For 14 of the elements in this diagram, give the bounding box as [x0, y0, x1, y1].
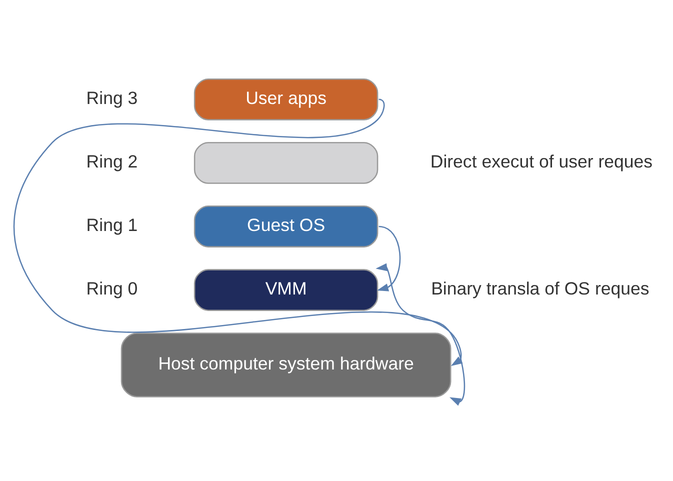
node-box [194, 142, 378, 184]
node-box: Host computer system hardware [120, 332, 452, 398]
label: Binary transla of OS reques [431, 278, 650, 299]
arrow [14, 99, 463, 366]
label: Ring 1 [86, 215, 138, 236]
node-box: VMM [194, 269, 378, 311]
arrow [376, 226, 401, 292]
arrow [376, 263, 466, 406]
label: Direct execut of user reques [430, 152, 653, 172]
label: Ring 3 [86, 88, 138, 108]
label: Ring 2 [86, 152, 138, 172]
label: Ring 0 [86, 278, 138, 299]
node-box: User apps [194, 78, 378, 120]
node-box: Guest OS [194, 206, 378, 248]
